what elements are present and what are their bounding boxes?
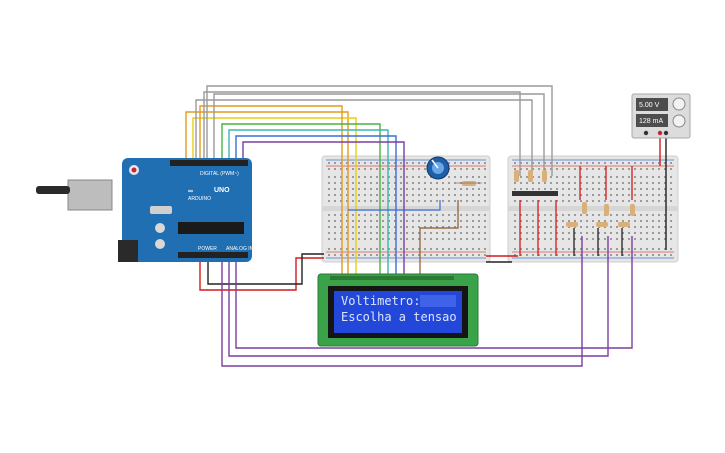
power-supply[interactable]: 5.00 V 128 mA xyxy=(631,93,691,139)
wire-bundle-gray[interactable] xyxy=(195,85,553,176)
arduino-model: UNO xyxy=(214,187,230,194)
breadboard-right[interactable] xyxy=(507,155,679,263)
lcd-line-2: Escolha a tensao xyxy=(341,310,457,324)
digital-header-label: DIGITAL (PWM~) xyxy=(200,171,239,177)
jumper-wires[interactable] xyxy=(519,166,633,256)
wire-pot[interactable] xyxy=(348,200,459,276)
wire-power[interactable] xyxy=(199,132,667,291)
breadboard-left[interactable] xyxy=(321,155,491,263)
lcd-line-1: Voltimetro: xyxy=(341,294,420,308)
negative-terminal[interactable] xyxy=(643,130,649,136)
analog-header-label: ANALOG IN xyxy=(226,246,254,252)
arduino-logo-text: ∞ xyxy=(188,188,193,195)
ground-terminal[interactable] xyxy=(663,130,669,136)
arduino-brand: ARDUINO xyxy=(188,196,211,202)
current-display xyxy=(636,114,668,127)
current-knob[interactable] xyxy=(672,114,686,128)
power-header-label: POWER xyxy=(198,246,217,252)
voltage-knob[interactable] xyxy=(672,97,686,111)
potentiometer[interactable] xyxy=(426,156,450,180)
resistor-network[interactable] xyxy=(512,170,635,227)
voltage-readout: 5.00 V xyxy=(639,102,660,109)
positive-terminal[interactable] xyxy=(657,130,663,136)
arduino-uno-board[interactable]: ∞ UNO ARDUINO DIGITAL (PWM~) POWER ANALO… xyxy=(36,158,254,262)
voltage-display xyxy=(636,98,668,111)
resistor[interactable] xyxy=(456,181,482,186)
current-readout: 128 mA xyxy=(639,118,663,125)
wire-bundle-lcd[interactable] xyxy=(185,105,405,276)
wire-analog[interactable] xyxy=(221,236,633,367)
lcd-16x2[interactable]: Voltimetro: Escolha a tensao xyxy=(317,273,479,347)
